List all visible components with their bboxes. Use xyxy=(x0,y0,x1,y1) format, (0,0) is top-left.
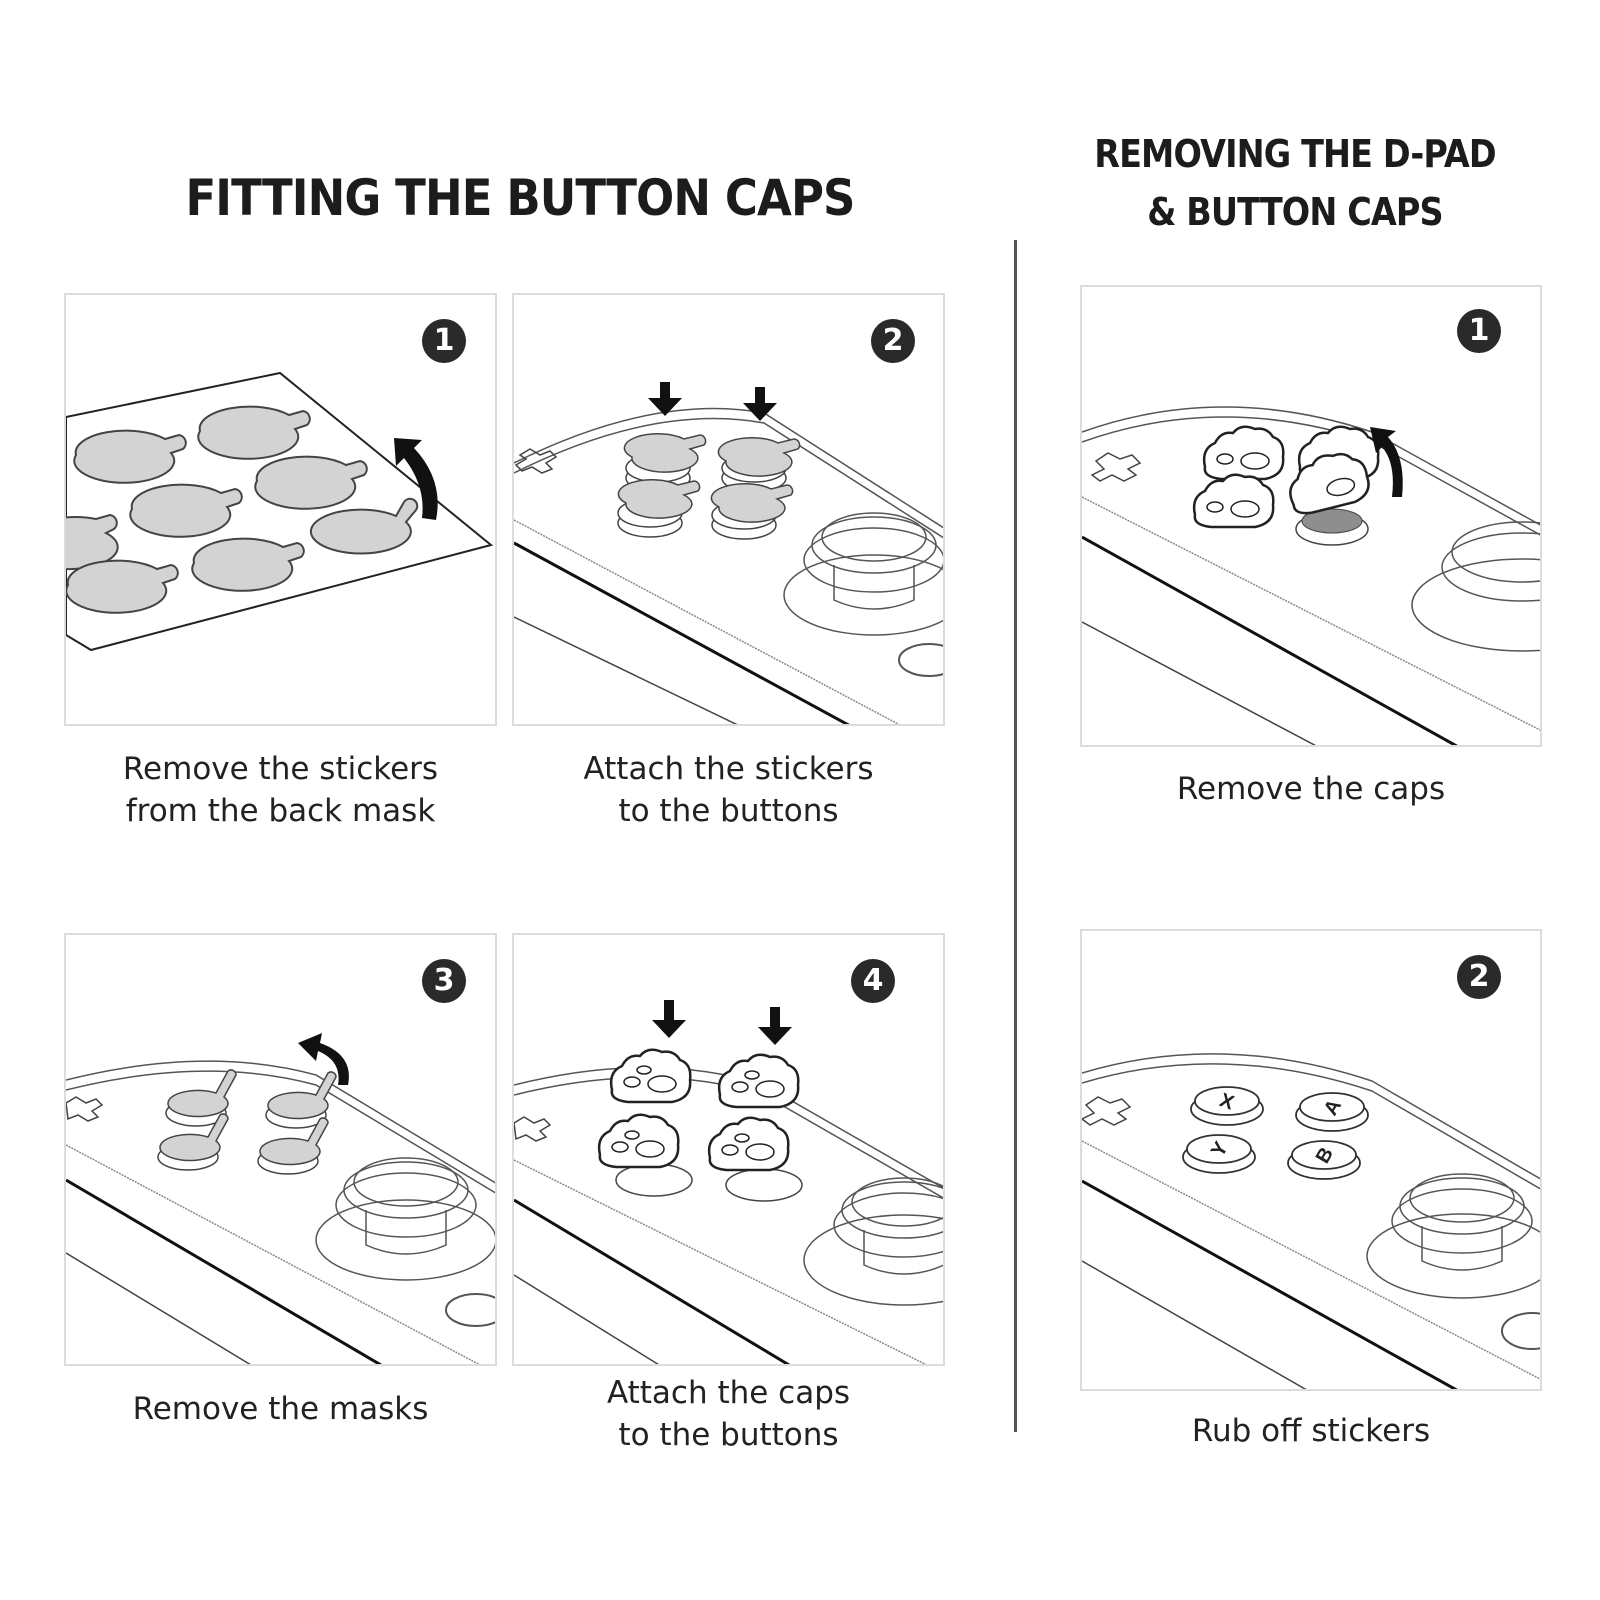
removing-step-1-panel: 1 xyxy=(1080,285,1542,747)
dpad-icon xyxy=(1090,452,1142,482)
step-number-badge: 2 xyxy=(871,319,915,363)
removing-title-line2: & BUTTON CAPS xyxy=(1147,190,1443,234)
sticker-sheet-illustration xyxy=(66,371,494,652)
step-number-badge: 1 xyxy=(1457,309,1501,353)
down-arrow-icon xyxy=(652,1000,686,1038)
home-button-icon xyxy=(898,643,943,677)
controller-illustration xyxy=(66,1033,495,1364)
thumbstick-icon xyxy=(783,512,943,636)
fitting-step-2-caption: Attach the stickers to the buttons xyxy=(512,748,945,832)
sticker-group xyxy=(617,433,801,523)
paw-cap-group xyxy=(1192,425,1380,529)
fitting-step-3-panel: 3 xyxy=(64,933,497,1366)
home-button-icon xyxy=(1501,1312,1540,1350)
fitting-step-4-caption: Attach the caps to the buttons xyxy=(512,1372,945,1456)
section-divider xyxy=(1014,240,1017,1432)
thumbstick-icon xyxy=(315,1157,495,1281)
curved-arrow-icon xyxy=(1370,427,1403,497)
y-button xyxy=(1182,1134,1256,1174)
down-arrow-icon xyxy=(648,382,682,416)
removing-section-title: REMOVING THE D-PAD & BUTTON CAPS xyxy=(1088,125,1502,241)
b-button xyxy=(1287,1140,1361,1180)
step-number-badge: 4 xyxy=(851,959,895,1003)
removing-title-line1: REMOVING THE D-PAD xyxy=(1094,132,1496,176)
caption-line: Attach the stickers xyxy=(583,751,874,787)
controller-illustration xyxy=(1082,406,1540,745)
paw-cap-group xyxy=(597,1048,800,1172)
curved-arrow-icon xyxy=(298,1033,349,1085)
fitting-step-3-caption: Remove the masks xyxy=(64,1388,497,1430)
home-button-icon xyxy=(445,1293,495,1327)
step-number-badge: 1 xyxy=(422,319,466,363)
caption-line: Rub off stickers xyxy=(1191,1413,1431,1449)
caption-line: to the buttons xyxy=(618,1417,839,1453)
caption-line: from the back mask xyxy=(125,793,436,829)
controller-illustration xyxy=(514,1000,943,1364)
controller-illustration: X A Y B xyxy=(1082,1053,1540,1389)
a-button xyxy=(1295,1092,1369,1132)
dpad-icon xyxy=(1082,1096,1132,1126)
removing-step-2-caption: Rub off stickers xyxy=(1080,1410,1542,1452)
fitting-step-1-panel: 1 xyxy=(64,293,497,726)
down-arrow-icon xyxy=(758,1007,792,1045)
fitting-step-4-panel: 4 xyxy=(512,933,945,1366)
mask-group xyxy=(159,1069,337,1166)
thumbstick-icon xyxy=(1411,521,1540,652)
step-number-badge: 3 xyxy=(422,959,466,1003)
curved-arrow-icon xyxy=(394,438,438,520)
dpad-icon xyxy=(66,1096,104,1122)
x-button xyxy=(1190,1086,1264,1126)
removing-step-1-caption: Remove the caps xyxy=(1080,768,1542,810)
fitting-step-1-caption: Remove the stickers from the back mask xyxy=(64,748,497,832)
fitting-section-title: FITTING THE BUTTON CAPS xyxy=(185,169,855,227)
thumbstick-icon xyxy=(1366,1173,1540,1299)
caption-line: Remove the stickers xyxy=(122,751,439,787)
dpad-icon xyxy=(514,1116,552,1142)
caption-line: to the buttons xyxy=(618,793,839,829)
dpad-icon xyxy=(514,448,558,474)
removing-step-2-panel: X A Y B 2 xyxy=(1080,929,1542,1391)
step-number-badge: 2 xyxy=(1457,955,1501,999)
thumbstick-icon xyxy=(803,1177,943,1306)
fitting-step-2-panel: 2 xyxy=(512,293,945,726)
caption-line: Attach the caps xyxy=(606,1375,851,1411)
caption-line: Remove the masks xyxy=(132,1391,429,1427)
caption-line: Remove the caps xyxy=(1176,771,1446,807)
controller-illustration xyxy=(514,382,943,724)
down-arrow-icon xyxy=(743,387,777,421)
